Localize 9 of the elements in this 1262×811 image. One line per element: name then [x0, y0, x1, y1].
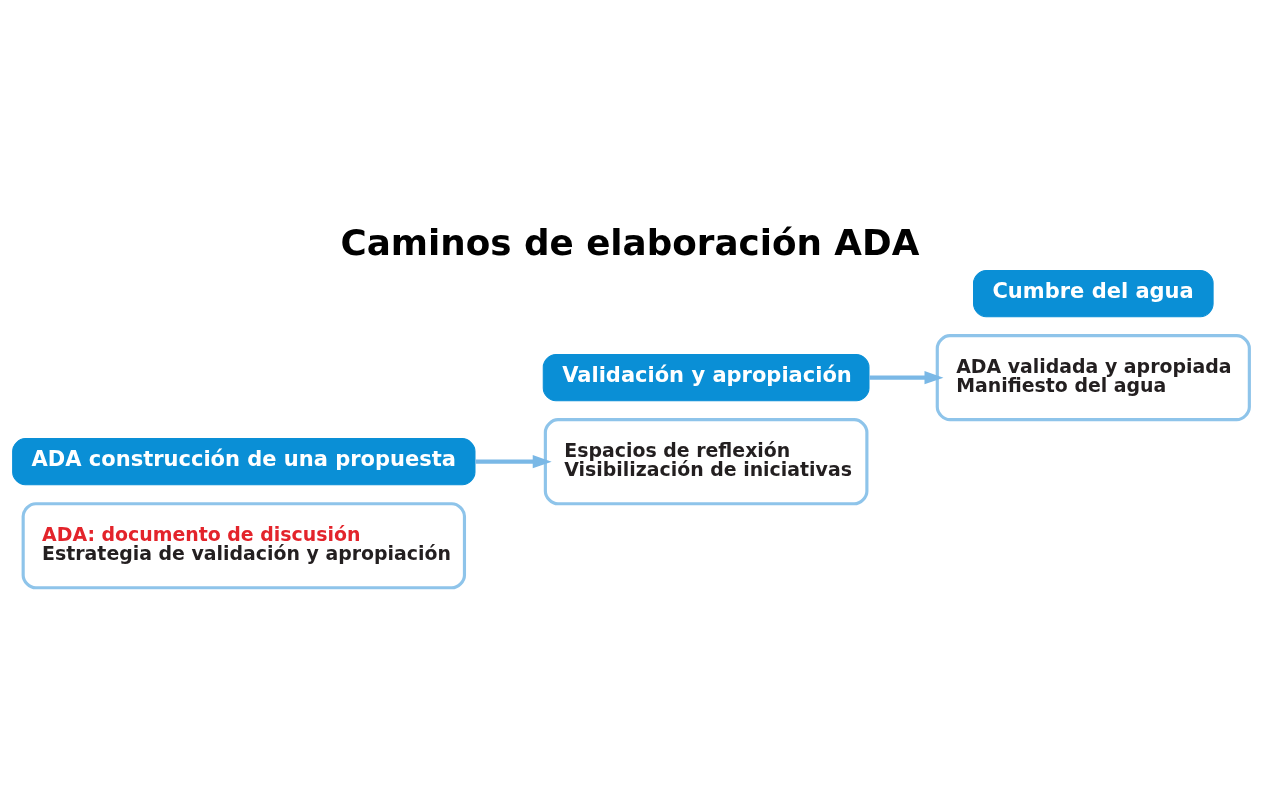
node-box: Espacios de reflexión Visibilización de iniciativas [543, 418, 869, 506]
node-box: ADA: documento de discusión Estrategia de validación y apropiación [21, 502, 467, 590]
node-box: Cumbre del agua [973, 269, 1214, 318]
arrow [869, 371, 944, 385]
arrow [475, 455, 552, 469]
node-box: ADA validada y apropiada Manifiesto del agua [935, 334, 1251, 422]
diagram-title: Caminos de elaboración ADA [340, 221, 920, 263]
node-box: ADA construcción de una propuesta [12, 438, 476, 486]
node-box: Validación y apropiación [542, 354, 870, 402]
